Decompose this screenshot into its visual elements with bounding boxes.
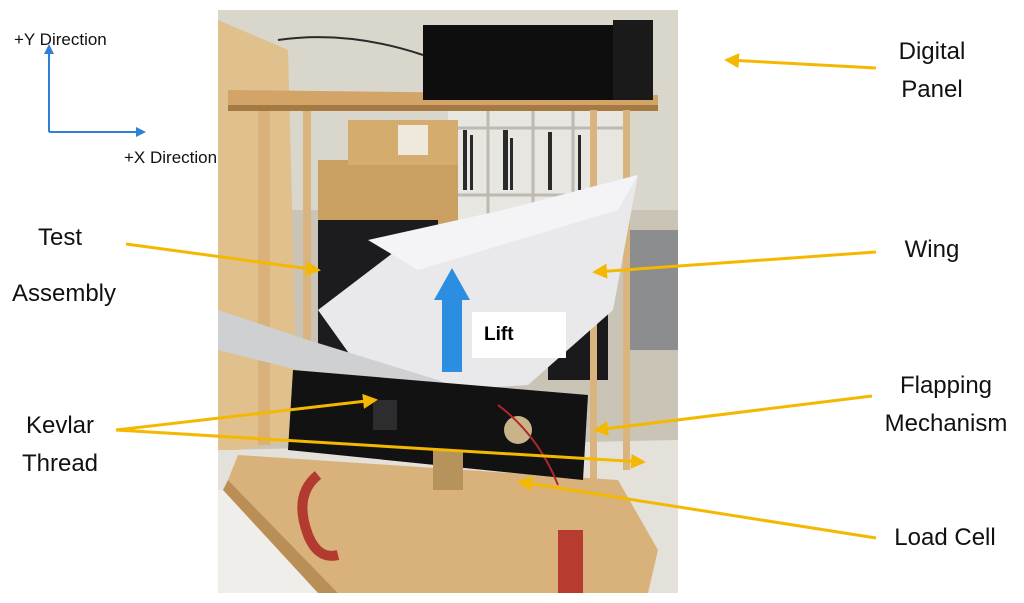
kevlar-thread-leader-2 (115, 428, 646, 469)
load-cell-leader (517, 476, 877, 540)
wing-leader (592, 250, 877, 279)
digital-panel-label-line2: Panel (901, 76, 963, 103)
test-assembly-label-line1: Test (38, 224, 83, 251)
flapping-mechanism-leader (593, 394, 873, 436)
lift-arrow (434, 268, 470, 372)
kevlar-thread-label-line1: Kevlar (25, 412, 95, 439)
test-rig-photo (218, 10, 678, 593)
test-assembly-label: Test Assembly (6, 224, 122, 308)
y-direction-label: +Y Direction (14, 30, 107, 49)
flapping-mechanism-label-line2: Mechanism (884, 410, 1008, 437)
x-direction-label: +X Direction (124, 148, 218, 167)
kevlar-thread-label-line2: Thread (21, 450, 99, 477)
digital-panel-label: Digital Panel (884, 38, 980, 104)
lift-label-box: Lift (472, 312, 566, 358)
lift-label: Lift (484, 324, 514, 345)
kevlar-thread-leader-1 (115, 393, 378, 432)
kevlar-thread-label: Kevlar Thread (10, 412, 110, 478)
flapping-mechanism-label-line1: Flapping (899, 372, 993, 399)
digital-panel-leader (724, 53, 877, 70)
digital-panel-label-line1: Digital (898, 38, 966, 65)
load-cell-label: Load Cell (894, 524, 996, 551)
flapping-mechanism-label: Flapping Mechanism (872, 372, 1020, 438)
wing-label: Wing (904, 236, 960, 263)
test-assembly-label-line2: Assembly (11, 280, 117, 307)
test-assembly-leader (125, 242, 321, 276)
